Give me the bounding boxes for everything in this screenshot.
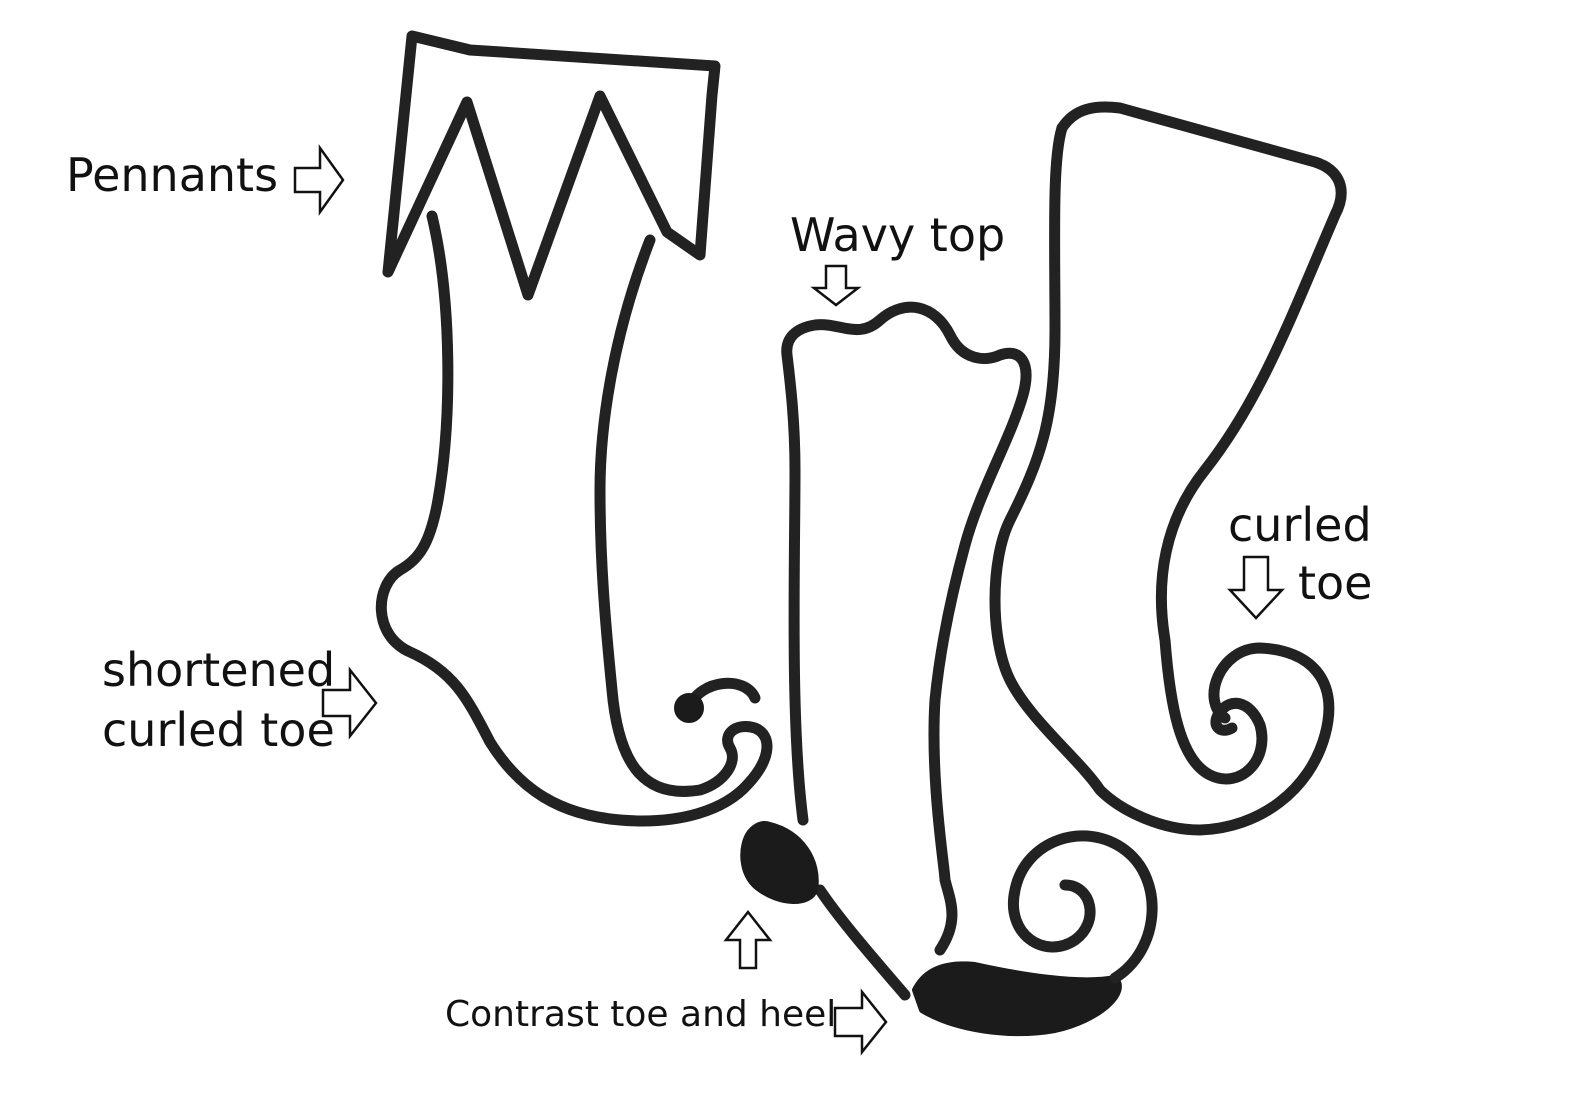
label-pennants: Pennants (66, 148, 279, 202)
right-arrow-icon (833, 988, 888, 1056)
down-arrow-icon (810, 264, 862, 307)
label-contrast-toe-heel: Contrast toe and heel (445, 994, 837, 1035)
label-curled-toe-line2: toe (1298, 556, 1373, 610)
pennant-sock-body (375, 210, 773, 827)
label-shortened-line2: curled toe (102, 703, 335, 757)
right-arrow-icon (293, 144, 345, 216)
down-arrow-icon (1227, 555, 1285, 620)
contrast-heel (740, 820, 819, 904)
wavy-top-sock-body (781, 301, 1032, 956)
curled-toe-sock-body (1056, 101, 1347, 785)
label-curled-toe-line1: curled (1228, 498, 1372, 552)
label-wavy-top: Wavy top (790, 208, 1006, 262)
pennant-cuff (382, 30, 721, 301)
label-shortened-line1: shortened (102, 643, 336, 697)
curled-toe-sock (989, 101, 1347, 836)
contrast-toe (912, 961, 1122, 1037)
heel-connector (814, 884, 911, 1001)
curled-toe-sock-back (989, 122, 1335, 836)
pennant-sock (375, 30, 773, 827)
toe-pompom (674, 693, 704, 723)
spiral-toe (1008, 830, 1158, 984)
wavy-top-sock (740, 301, 1158, 1037)
up-arrow-icon (723, 909, 773, 970)
right-arrow-icon (321, 666, 378, 740)
